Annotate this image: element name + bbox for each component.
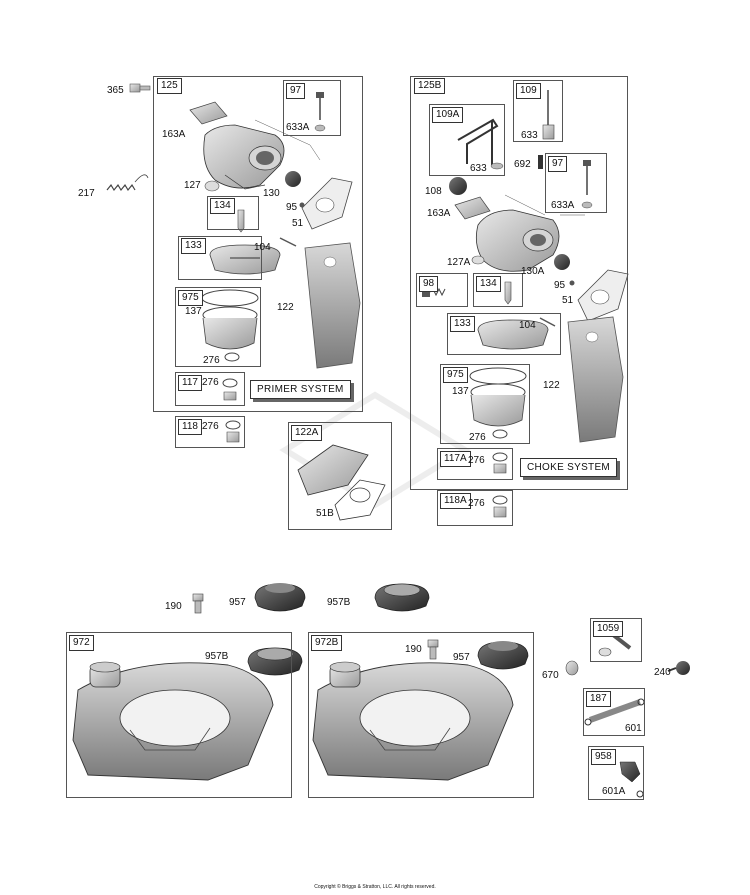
label-137-b[interactable]: 137 (452, 386, 469, 397)
group-975-box (175, 287, 261, 367)
label-276[interactable]: 276 (203, 355, 220, 366)
label-633-a[interactable]: 633 (521, 130, 538, 141)
group-97-box (283, 80, 341, 136)
tag-1059[interactable]: 1059 (593, 621, 624, 637)
tag-972[interactable]: 972 (69, 635, 94, 651)
tag-133[interactable]: 133 (181, 238, 206, 254)
label-957[interactable]: 957 (229, 597, 246, 608)
group-125B-box (410, 76, 628, 490)
group-972-box (66, 632, 292, 798)
label-276-e[interactable]: 276 (468, 455, 485, 466)
tag-97[interactable]: 97 (286, 83, 306, 99)
label-276-f[interactable]: 276 (468, 498, 485, 509)
label-217[interactable]: 217 (78, 188, 95, 199)
label-601A[interactable]: 601A (602, 786, 626, 797)
label-163A-b[interactable]: 163A (427, 208, 451, 219)
bushing-670-part (565, 660, 579, 676)
tag-109[interactable]: 109 (516, 83, 541, 99)
tag-125[interactable]: 125 (157, 78, 182, 94)
group-133-box (178, 236, 262, 280)
label-957B-b[interactable]: 957B (205, 651, 229, 662)
label-95-b[interactable]: 95 (554, 280, 566, 291)
label-240[interactable]: 240 (654, 667, 671, 678)
bolt-190-part (192, 593, 204, 614)
group-134-box (207, 196, 259, 230)
label-633A[interactable]: 633A (286, 122, 310, 133)
tag-117[interactable]: 117 (178, 375, 202, 391)
label-957-b[interactable]: 957 (453, 652, 470, 663)
tag-133b[interactable]: 133 (450, 316, 475, 332)
tag-122A[interactable]: 122A (291, 425, 323, 441)
label-633A-b[interactable]: 633A (551, 200, 575, 211)
group-133b-box (447, 313, 561, 355)
choke-system-label: CHOKE SYSTEM (520, 458, 618, 477)
label-127[interactable]: 127 (184, 180, 201, 191)
label-633-b[interactable]: 633 (470, 163, 487, 174)
label-163A[interactable]: 163A (162, 129, 186, 140)
group-109A-box (429, 104, 505, 176)
label-190[interactable]: 190 (165, 601, 182, 612)
group-118A-box (437, 490, 513, 526)
label-51[interactable]: 51 (292, 218, 304, 229)
label-670[interactable]: 670 (542, 670, 559, 681)
group-187-box (583, 688, 645, 736)
group-98-box (416, 273, 468, 307)
label-122[interactable]: 122 (277, 302, 294, 313)
label-276-d[interactable]: 276 (469, 432, 486, 443)
group-1059-box (590, 618, 642, 662)
label-130[interactable]: 130 (263, 188, 280, 199)
group-97b-box (545, 153, 607, 213)
label-276-b[interactable]: 276 (202, 377, 219, 388)
tag-187[interactable]: 187 (586, 691, 611, 707)
group-117A-box (437, 448, 513, 480)
group-134b-box (473, 273, 523, 307)
copyright-footer: Copyright © Briggs & Stratton, LLC. All … (314, 884, 436, 890)
label-137[interactable]: 137 (185, 306, 202, 317)
spring-217-part (106, 174, 149, 192)
group-122A-box (288, 422, 392, 530)
label-957B[interactable]: 957B (327, 597, 351, 608)
label-127A[interactable]: 127A (447, 257, 471, 268)
label-104[interactable]: 104 (254, 242, 271, 253)
label-190-b[interactable]: 190 (405, 644, 422, 655)
label-104-b[interactable]: 104 (519, 320, 536, 331)
group-972B-box (308, 632, 534, 798)
tag-125B[interactable]: 125B (414, 78, 446, 94)
tag-975b[interactable]: 975 (443, 367, 468, 383)
tag-118A[interactable]: 118A (440, 493, 471, 509)
label-122-b[interactable]: 122 (543, 380, 560, 391)
tag-972B[interactable]: 972B (311, 635, 343, 651)
label-95[interactable]: 95 (286, 202, 298, 213)
valve-240-part (667, 661, 690, 675)
group-117-box (175, 372, 245, 406)
tag-118[interactable]: 118 (178, 419, 202, 435)
primer-system-label: PRIMER SYSTEM (250, 380, 351, 399)
cap-957-part (254, 583, 306, 612)
tag-134b[interactable]: 134 (476, 276, 501, 292)
group-975b-box (440, 364, 530, 444)
screw-365-part (129, 83, 151, 93)
group-118-box (175, 416, 245, 448)
label-276-c[interactable]: 276 (202, 421, 219, 432)
group-958-box (588, 746, 644, 800)
label-51-b[interactable]: 51 (562, 295, 574, 306)
tag-97b[interactable]: 97 (548, 156, 568, 172)
label-108[interactable]: 108 (425, 186, 442, 197)
tag-117A[interactable]: 117A (440, 451, 471, 467)
label-692[interactable]: 692 (514, 159, 531, 170)
cap-957B-part (374, 583, 430, 612)
tag-98[interactable]: 98 (419, 276, 439, 292)
label-130A[interactable]: 130A (521, 266, 545, 277)
label-601[interactable]: 601 (625, 723, 642, 734)
tag-134[interactable]: 134 (210, 198, 235, 214)
label-365[interactable]: 365 (107, 85, 124, 96)
tag-109A[interactable]: 109A (432, 107, 464, 123)
tag-958[interactable]: 958 (591, 749, 616, 765)
tag-975[interactable]: 975 (178, 290, 203, 306)
label-51B[interactable]: 51B (316, 508, 334, 519)
group-109-box (513, 80, 563, 142)
group-125-box (153, 76, 363, 412)
